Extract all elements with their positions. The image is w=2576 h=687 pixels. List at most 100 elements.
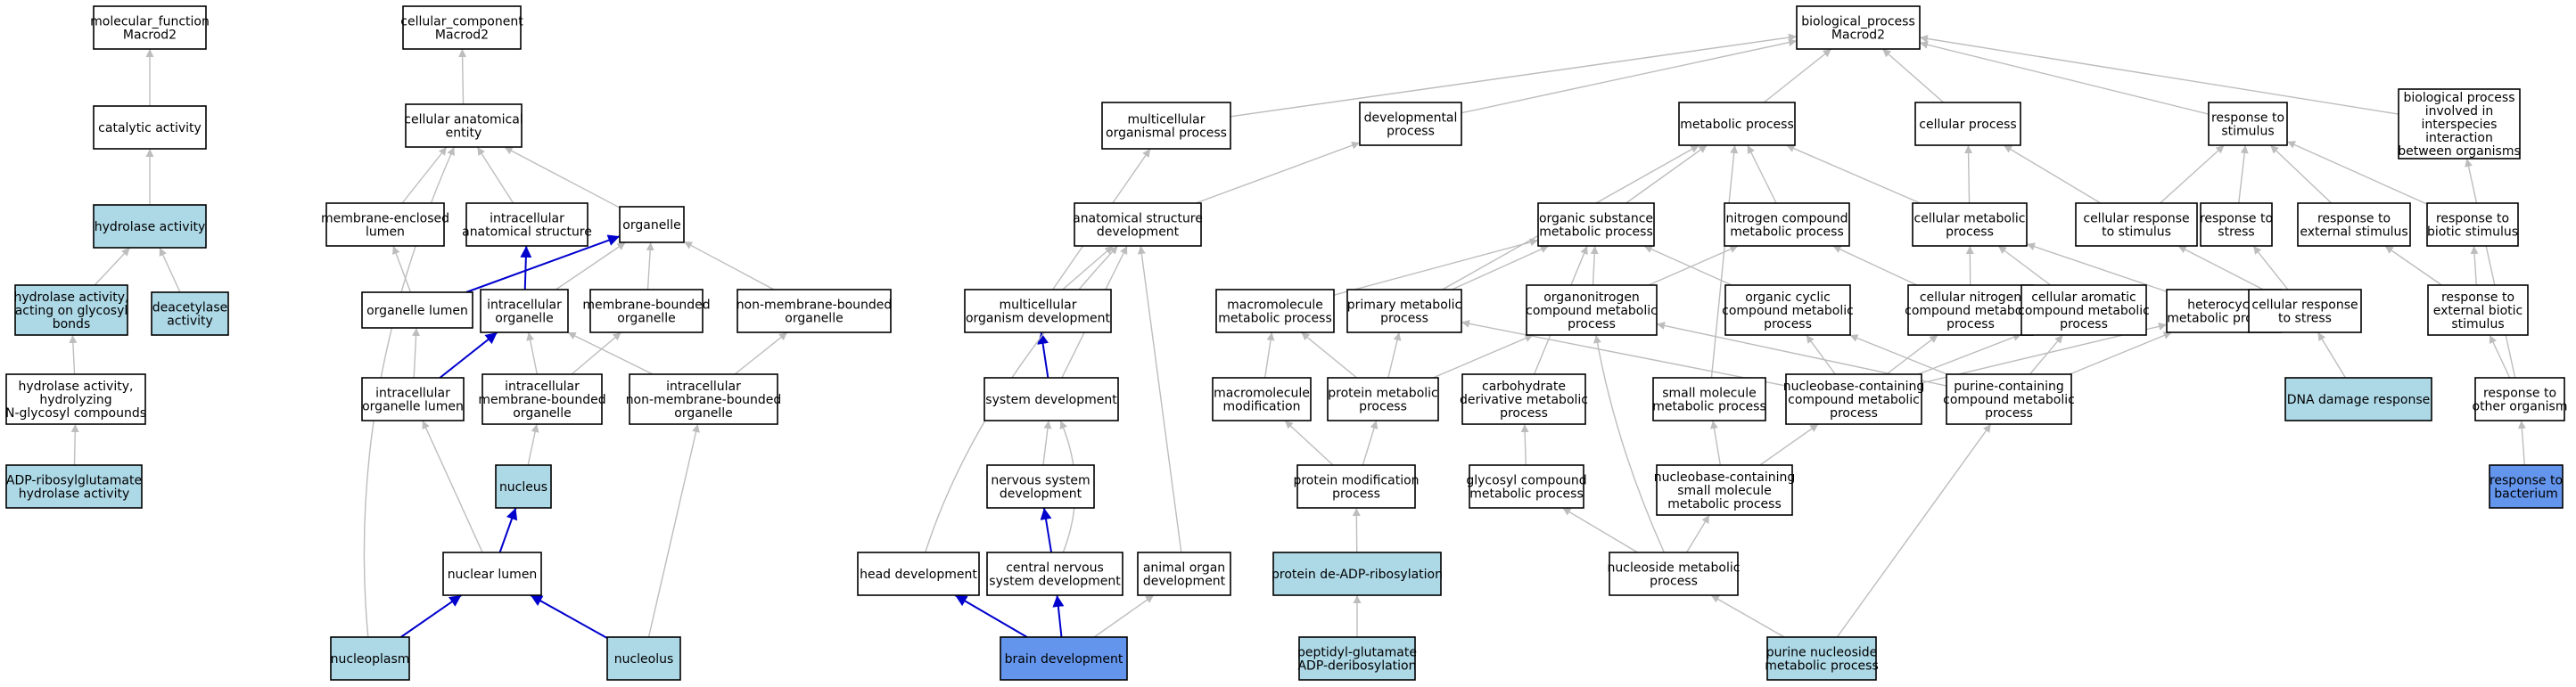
node-label: Macrod2 [123,29,177,43]
node-hyd[interactable]: hydrolase activity [93,204,207,249]
node-label: small molecule [1662,387,1757,401]
edge-rbio-to-rts [2286,141,2428,205]
node-box [405,103,523,148]
node-bd[interactable]: brain development [1000,636,1128,681]
node-label: organism development [966,312,1111,326]
node-hd[interactable]: head development [857,552,980,596]
edge-cmp-to-metp [1786,144,1921,204]
node-label: nuclear lumen [448,568,538,582]
node-box [2248,289,2362,333]
node-cat[interactable]: catalytic activity [93,105,207,150]
node-box [93,105,207,150]
node-cp[interactable]: cellular process [1914,102,2021,146]
node-label: metabolic process [1469,487,1584,502]
node-label: organelle [495,312,553,326]
node-sd[interactable]: system development [983,377,1119,421]
node-box [2489,464,2564,509]
node-label: other organism [2473,400,2568,414]
node-label: interaction [2425,131,2493,145]
node-label: organelle [513,406,571,421]
node-label: multicellular [1000,299,1077,313]
node-label: entity [446,127,482,141]
node-box [857,552,980,596]
node-nuc[interactable]: nucleus [495,464,552,509]
edge-hmp-to-cmp [2026,242,2168,292]
node-hydgly[interactable]: hydrolase activity,acting on glycosylbon… [14,284,129,336]
node-label: membrane-bounded [582,299,710,313]
node-inmbo[interactable]: intracellularnon-membrane-boundedorganel… [626,373,782,425]
node-ncl[interactable]: nucleolus [606,636,681,681]
edge-pmodp-to-prmp [1362,420,1379,466]
edge-nsmp-to-gcmp [1562,507,1638,553]
node-hydn[interactable]: hydrolase activity,hydrolyzingN-glycosyl… [5,373,146,425]
node-label: compound metabolic [2018,304,2150,318]
node-metp[interactable]: metabolic process [1678,102,1796,146]
node-label: intracellular [505,380,580,394]
node-label: brain development [1005,652,1123,667]
node-ddr[interactable]: DNA damage response [2284,377,2432,421]
edge-metp-to-bp [1763,48,1832,103]
node-label: intracellular [375,387,450,401]
node-org[interactable]: organelle [619,206,685,243]
node-orgl[interactable]: organelle lumen [361,291,473,329]
node-npl[interactable]: nucleoplasm [330,636,410,681]
node-pdadpr[interactable]: protein de-ADP-ribosylation [1272,552,1443,596]
node-box [1652,377,1766,421]
node-nl[interactable]: nuclear lumen [442,552,542,596]
node-label: nervous system [991,474,1090,488]
edge-mmm-to-mmp [1263,331,1275,379]
